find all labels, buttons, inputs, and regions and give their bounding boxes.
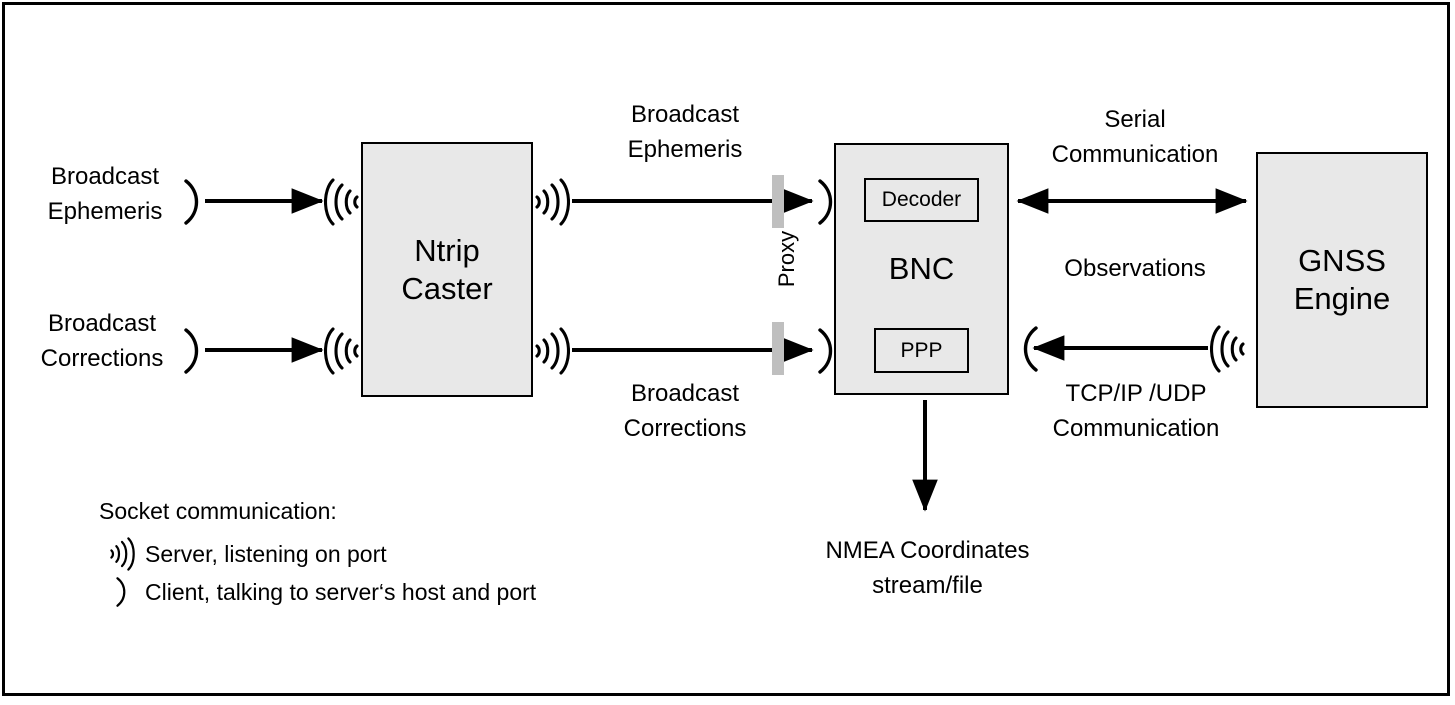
server-wave-left-icon	[324, 178, 359, 226]
proxy-bar-bottom	[772, 322, 784, 375]
legend-item-client: Client, talking to server‘s host and por…	[99, 573, 619, 611]
legend-item-client-label: Client, talking to server‘s host and por…	[145, 578, 537, 605]
diagram-outer-frame	[2, 2, 1450, 696]
proxy-bar-top	[772, 175, 784, 228]
server-wave-left-icon	[1210, 325, 1245, 373]
client-paren-icon	[1023, 326, 1038, 372]
node-bnc-label: BNC	[888, 251, 955, 287]
client-paren-icon	[184, 179, 199, 225]
node-ntrip-caster[interactable]: Ntrip Caster	[361, 142, 533, 397]
label-broadcast-ephemeris-source: Broadcast Ephemeris	[47, 163, 163, 225]
label-broadcast-ephemeris-link: Broadcast Ephemeris	[627, 101, 743, 163]
node-gnss-engine[interactable]: GNSS Engine	[1256, 152, 1428, 408]
server-wave-right-icon	[535, 178, 570, 226]
legend-item-server-label: Server, listening on port	[145, 540, 387, 567]
legend-title: Socket communication:	[99, 498, 337, 524]
node-ppp[interactable]: PPP	[874, 328, 969, 373]
server-wave-left-icon	[324, 327, 359, 375]
legend-item-server: Server, listening on port	[99, 535, 619, 573]
client-paren-icon	[184, 328, 199, 374]
proxy-label: Proxy	[774, 230, 799, 288]
node-ppp-label: PPP	[900, 338, 943, 362]
node-decoder[interactable]: Decoder	[864, 178, 979, 222]
legend: Socket communication: Server, listening …	[99, 498, 619, 611]
node-decoder-label: Decoder	[881, 188, 962, 211]
client-paren-icon	[99, 574, 145, 610]
label-serial-communication: Serial Communication	[1051, 106, 1219, 168]
label-tcpip-udp-communication: TCP/IP /UDP Communication	[1052, 380, 1220, 442]
label-nmea-output: NMEA Coordinates stream/file	[825, 537, 1030, 599]
server-wave-right-icon	[99, 536, 145, 572]
client-paren-icon	[818, 179, 833, 225]
label-broadcast-corrections-link: Broadcast Corrections	[623, 380, 747, 442]
node-ntrip-caster-label: Ntrip Caster	[401, 232, 493, 306]
node-gnss-engine-label: GNSS Engine	[1293, 243, 1391, 316]
label-observations: Observations	[1064, 255, 1206, 282]
server-wave-right-icon	[535, 327, 570, 375]
client-paren-icon	[818, 328, 833, 374]
label-broadcast-corrections-source: Broadcast Corrections	[40, 310, 164, 372]
